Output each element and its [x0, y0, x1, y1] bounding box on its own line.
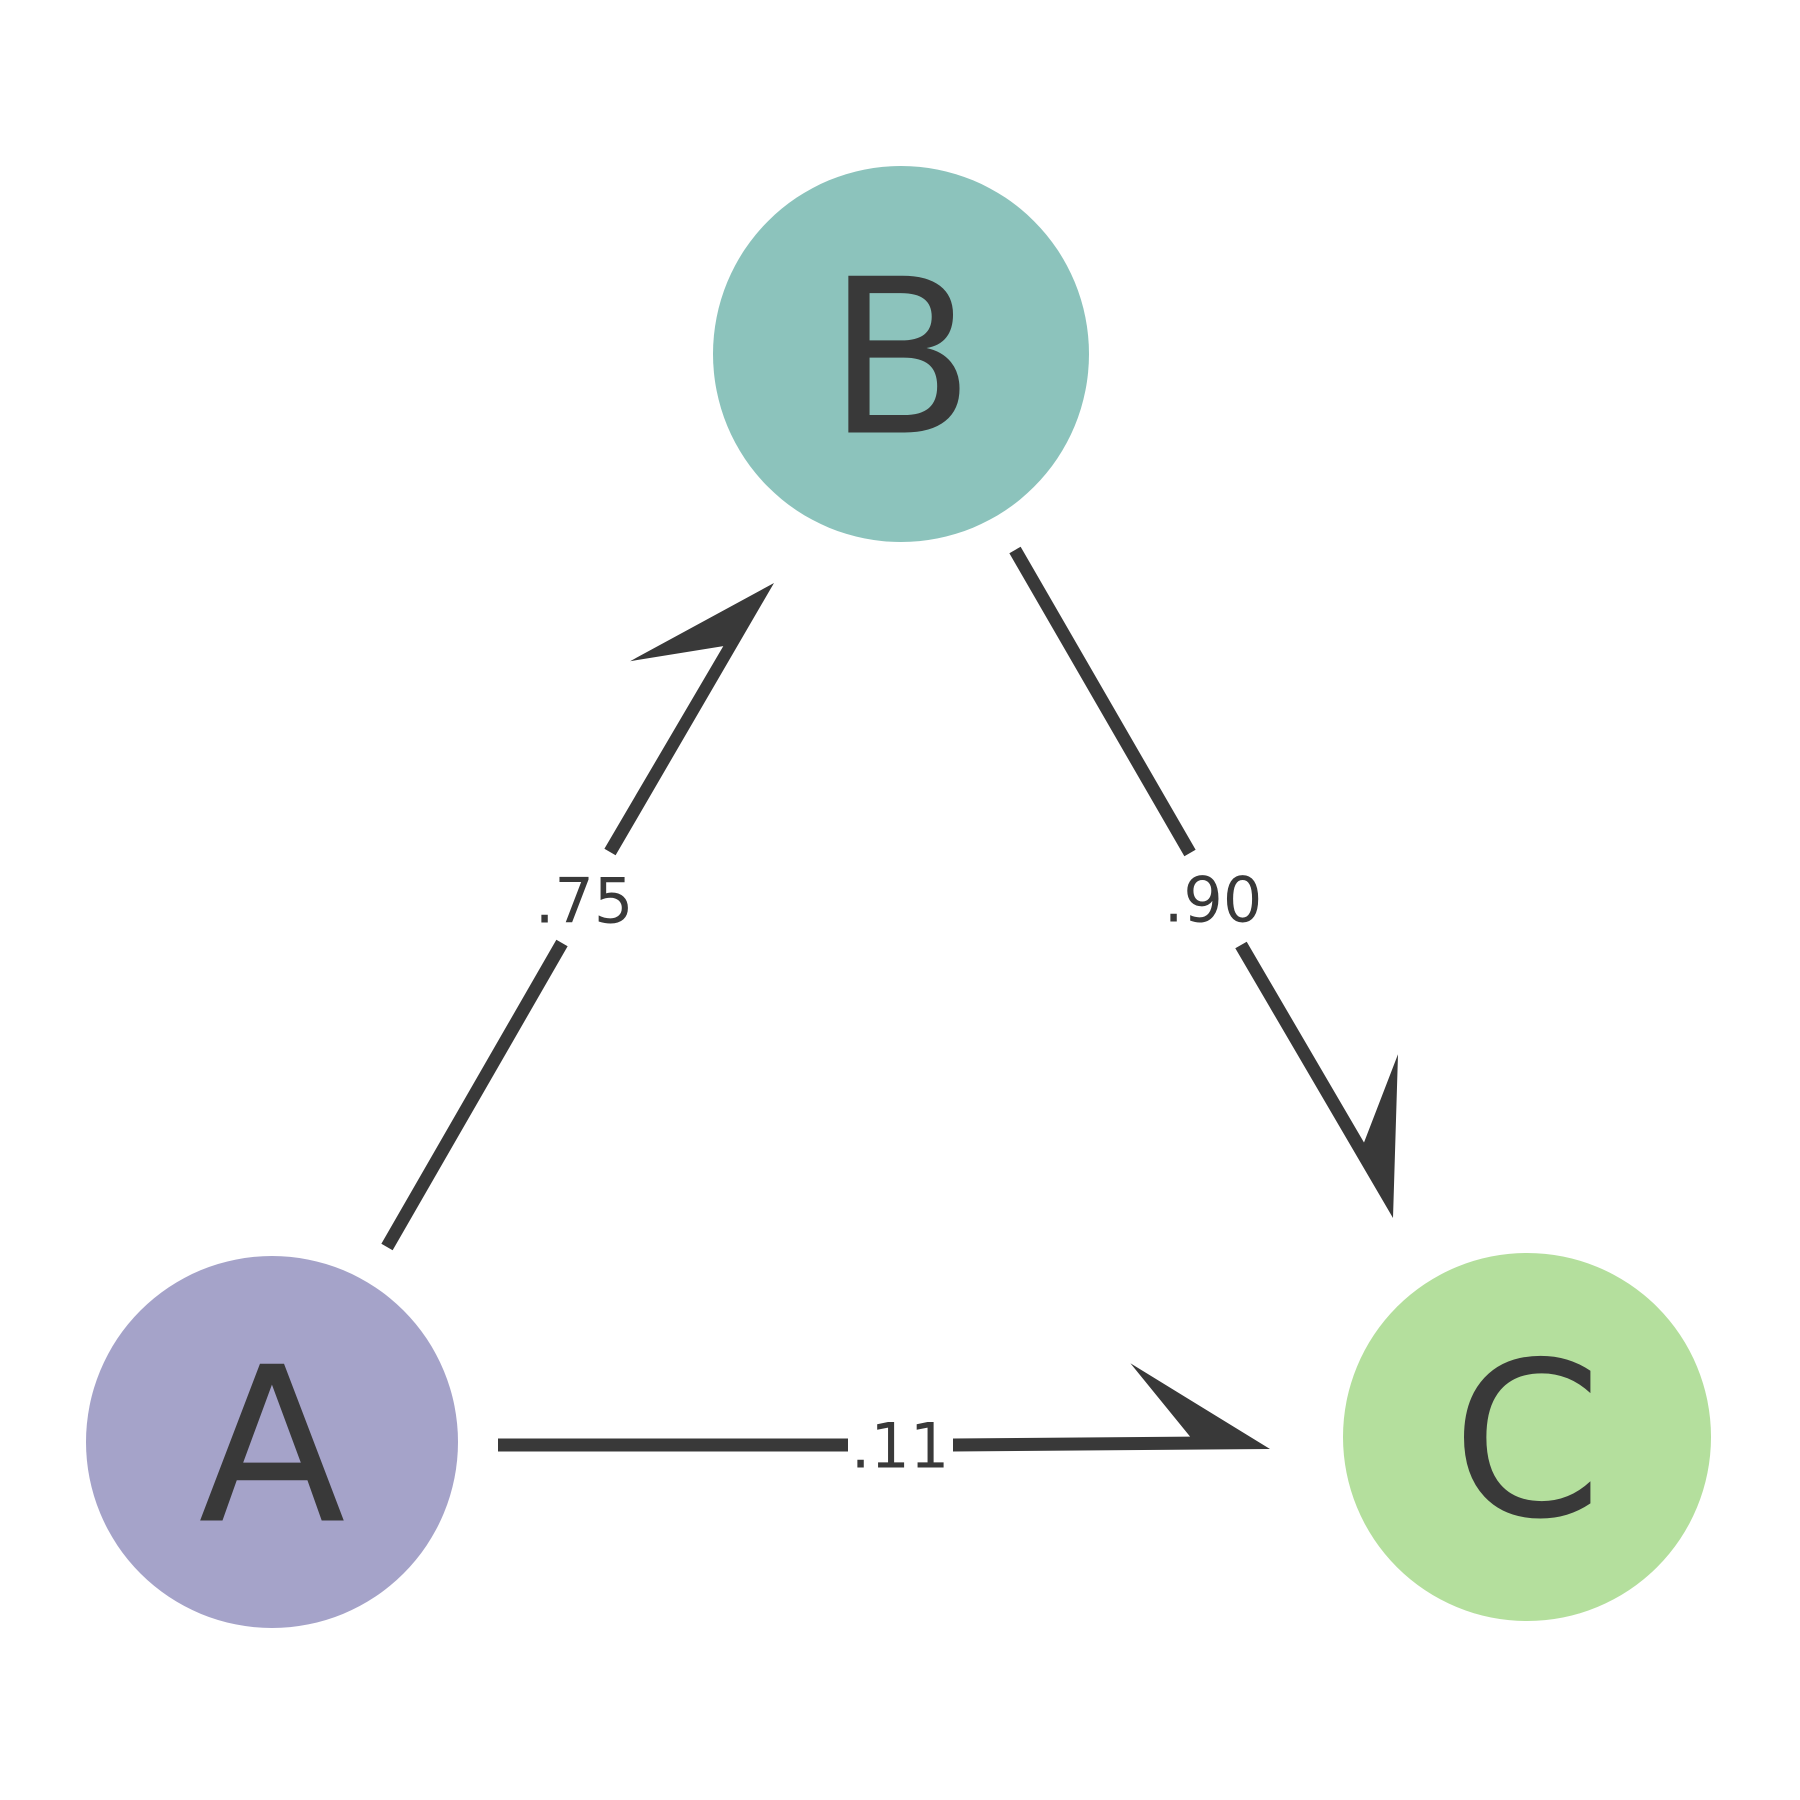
edge-b-to-c: .90 — [1009, 546, 1398, 1218]
node-c-circle — [1343, 1253, 1711, 1621]
edge-a-to-b-weight-label: .75 — [535, 865, 634, 938]
edge-b-to-c-shaft — [1009, 546, 1196, 857]
edge-b-to-c-weight-label: .90 — [1164, 864, 1263, 937]
edge-b-to-c-arrowhead — [1235, 941, 1398, 1218]
node-b-label: B — [827, 232, 975, 483]
edge-a-to-b-shaft — [381, 939, 568, 1251]
node-b-circle — [713, 166, 1089, 542]
edge-a-to-c-weight-label: .11 — [851, 1410, 950, 1483]
node-a-label: A — [198, 1320, 345, 1571]
edge-a-to-b-arrowhead — [604, 583, 774, 856]
node-a-circle — [86, 1256, 458, 1628]
edge-a-to-c-arrowhead — [953, 1363, 1270, 1452]
node-a: A — [86, 1256, 458, 1628]
node-b: B — [713, 166, 1089, 542]
edge-a-to-b: .75 — [381, 583, 774, 1251]
node-c: C — [1343, 1253, 1711, 1621]
edge-a-to-c: .11 — [498, 1363, 1270, 1483]
node-c-label: C — [1452, 1315, 1602, 1566]
